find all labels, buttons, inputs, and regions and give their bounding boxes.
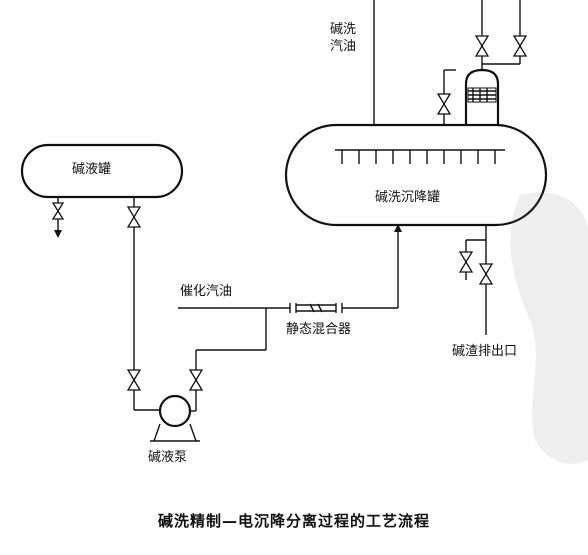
- settling-tank-label: 碱洗沉降罐: [375, 190, 441, 205]
- watermark-shape: [510, 192, 588, 464]
- static-mixer[interactable]: [289, 303, 343, 313]
- caustic-outlet-line: [133, 197, 160, 411]
- pump-discharge-line: [190, 308, 267, 412]
- static-mixer-label: 静态混合器: [286, 322, 352, 337]
- electrode-housing: [464, 58, 500, 126]
- pump-discharge-valve[interactable]: [188, 369, 204, 391]
- caustic-pump-label: 碱液泵: [148, 450, 188, 465]
- top-valve-left[interactable]: [474, 35, 490, 57]
- top-valve-right[interactable]: [512, 35, 528, 57]
- caustic-pump[interactable]: [150, 394, 200, 442]
- drain-valve[interactable]: [51, 202, 65, 220]
- settling-tank-vessel: [284, 123, 548, 227]
- gasoline-feed-line: [178, 224, 402, 309]
- electrode-grid: [335, 149, 505, 164]
- residue-valve-left[interactable]: [458, 251, 474, 273]
- figure-caption: 碱洗精制—电沉降分离过程的工艺流程: [157, 512, 430, 530]
- catalytic-gasoline-label: 催化汽油: [180, 284, 233, 299]
- vent-valve[interactable]: [436, 93, 452, 115]
- residue-outlet-label: 碱渣排出口: [452, 344, 518, 359]
- washed-gasoline-label: 碱洗汽油: [329, 22, 356, 54]
- caustic-tank-label: 碱液罐: [72, 162, 112, 177]
- tank-outlet-valve[interactable]: [126, 206, 142, 228]
- caustic-tank-vessel: [20, 143, 184, 199]
- residue-valve-right[interactable]: [478, 263, 494, 285]
- pump-suction-valve[interactable]: [126, 369, 142, 391]
